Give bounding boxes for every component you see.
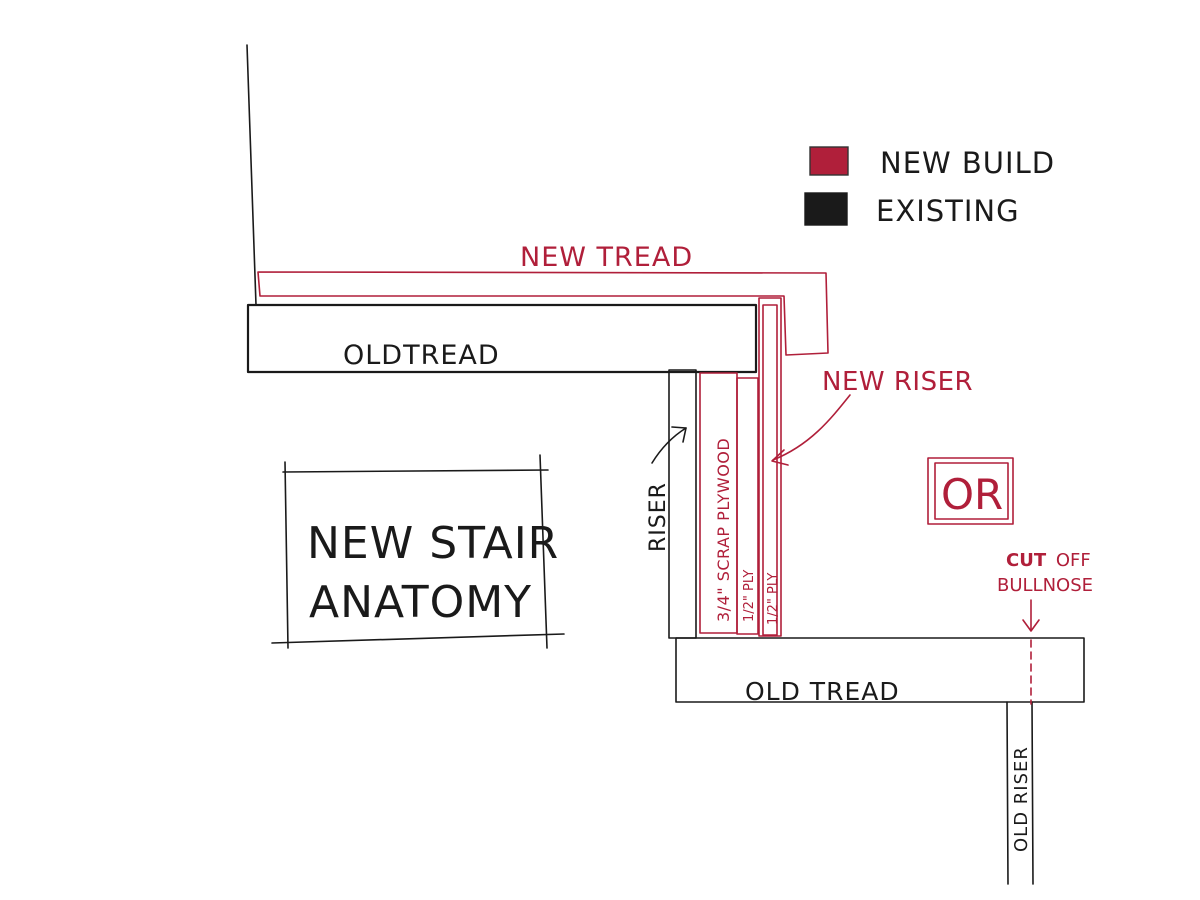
bullnose-label: BULLNOSE (997, 575, 1093, 596)
new-tread: NEW TREAD (257, 242, 829, 356)
title-box-bottom (271, 633, 565, 644)
new-riser-board-outer (758, 297, 782, 637)
plywood-layers: 3/4" SCRAP PLYWOOD 1/2" PLY (699, 372, 759, 635)
old-riser-right-edge (1031, 701, 1034, 885)
legend: NEW BUILD EXISTING (804, 146, 1055, 228)
cut-label: CUT (1006, 550, 1047, 571)
legend-label-new-build: NEW BUILD (880, 146, 1055, 180)
riser-label: RISER (646, 482, 671, 552)
old-tread-upper: OLDTREAD (246, 303, 758, 374)
cut-off-label: CUT OFF (1006, 550, 1091, 571)
old-tread-upper-label: OLDTREAD (343, 340, 500, 371)
old-tread-upper-board (246, 303, 758, 374)
old-tread-lower-board (675, 637, 1085, 703)
title-box-right (539, 454, 548, 649)
title-box-top (282, 469, 549, 473)
title-line-1: NEW STAIR (307, 518, 559, 569)
half-ply-label-2: 1/2" PLY (766, 573, 781, 625)
title-box-left (284, 461, 289, 649)
old-riser-left-edge (1006, 701, 1009, 885)
new-riser: 1/2" PLY NEW RISER (758, 297, 973, 637)
wall-line (246, 44, 257, 306)
old-tread-lower-label: OLD TREAD (745, 677, 900, 706)
legend-swatch-new-build (809, 146, 849, 176)
riser: RISER (646, 369, 697, 639)
riser-board (668, 369, 697, 639)
cut-arrow-head (1022, 619, 1040, 632)
new-riser-arrow-head (771, 449, 789, 466)
cut-off-bullnose-note: CUT OFF BULLNOSE (997, 550, 1093, 705)
new-riser-arrow (772, 394, 851, 461)
new-tread-label: NEW TREAD (520, 242, 693, 273)
old-tread-lower: OLD TREAD (675, 637, 1085, 706)
scrap-plywood-label: 3/4" SCRAP PLYWOOD (714, 438, 733, 622)
riser-arrow (651, 427, 687, 464)
half-ply-label-1: 1/2" PLY (742, 570, 757, 622)
old-riser: OLD RISER (1006, 701, 1034, 885)
old-riser-label: OLD RISER (1011, 746, 1032, 852)
off-label: OFF (1056, 550, 1091, 571)
or-box: OR (927, 457, 1014, 525)
or-label: OR (941, 470, 1003, 519)
legend-swatch-existing (804, 192, 848, 226)
new-tread-outline (257, 271, 829, 356)
title-box: NEW STAIR ANATOMY (271, 454, 565, 649)
half-ply-board-1 (736, 377, 759, 635)
legend-label-existing: EXISTING (876, 194, 1020, 228)
title-line-2: ANATOMY (309, 577, 532, 628)
or-box-inner (934, 462, 1009, 520)
riser-arrow-head (671, 426, 687, 443)
new-riser-label: NEW RISER (822, 367, 973, 397)
new-riser-board-inner (762, 304, 778, 636)
or-box-outline (927, 457, 1014, 525)
